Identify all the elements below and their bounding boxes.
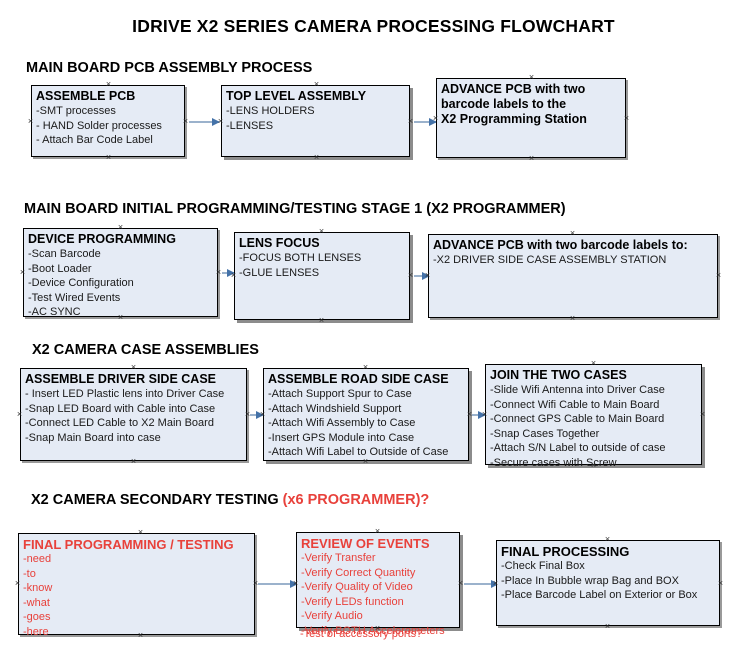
node-title: ADVANCE PCB with two	[441, 82, 586, 96]
node-title: ASSEMBLE DRIVER SIDE CASE	[25, 372, 217, 386]
node-line: -Attach Windshield Support	[268, 402, 402, 415]
node-line: -to	[23, 567, 36, 580]
node-line: -Boot Loader	[28, 262, 92, 275]
section-heading-4-text: X2 CAMERA SECONDARY TESTING	[31, 492, 283, 508]
node-title: DEVICE PROGRAMMING	[28, 232, 176, 246]
section-heading-4-accent: (x6 PROGRAMMER)?	[282, 492, 430, 508]
node-title: ADVANCE PCB with two barcode labels to:	[433, 238, 688, 252]
node-line: -Verify Audio	[301, 610, 363, 622]
node-line: -FOCUS BOTH LENSES	[239, 252, 362, 264]
node-line: -Verify LEDs function	[301, 595, 404, 608]
section-heading-1: MAIN BOARD PCB ASSEMBLY PROCESS	[26, 60, 312, 76]
node-line: -Connect GPS Cable to Main Board	[490, 413, 665, 425]
node-assemble-road-side-case[interactable]: ASSEMBLE ROAD SIDE CASE -Attach Support …	[263, 368, 469, 461]
section-heading-1-text: MAIN BOARD PCB ASSEMBLY PROCESS	[26, 60, 313, 76]
node-line: -know	[23, 582, 53, 594]
node-line: -GLUE LENSES	[239, 266, 320, 279]
section-heading-3: X2 CAMERA CASE ASSEMBLIES	[32, 342, 259, 358]
node-line: -Secure cases with Screw	[490, 456, 617, 469]
node-top-level-assembly[interactable]: TOP LEVEL ASSEMBLY -LENS HOLDERS -LENSES	[221, 85, 410, 157]
connector-arrow-4a	[258, 580, 298, 588]
node-line: - Insert LED Plastic lens into Driver Ca…	[25, 388, 225, 400]
node-title: JOIN THE TWO CASES	[490, 368, 627, 382]
connector-arrow-3b	[472, 411, 486, 419]
node-line: -Attach Wifi Assembly to Case	[268, 417, 416, 429]
node-line: -Insert GPS Module into Case	[268, 431, 415, 444]
node-final-processing[interactable]: FINAL PROCESSING -Check Final Box -Place…	[496, 540, 720, 626]
page-title: IDRIVE X2 SERIES CAMERA PROCESSING FLOWC…	[132, 16, 615, 36]
node-line: -what	[23, 596, 50, 609]
node-title: REVIEW OF EVENTS	[301, 536, 430, 551]
node-join-the-two-cases[interactable]: JOIN THE TWO CASES -Slide Wifi Antenna i…	[485, 364, 702, 469]
node-line: -Connect LED Cable to X2 Main Board	[25, 417, 214, 429]
node-line: -LENS HOLDERS	[226, 105, 315, 117]
node-line: -Slide Wifi Antenna into Driver Case	[490, 384, 665, 396]
node-line: -Connect Wifi Cable to Main Board	[490, 398, 660, 411]
connector-arrow-3a	[250, 411, 264, 419]
node-line: -goes	[23, 611, 51, 623]
node-advance-pcb-2[interactable]: ADVANCE PCB with two barcode labels to: …	[428, 234, 718, 318]
node-line: -Scan Barcode	[28, 248, 101, 260]
connector-arrow-4b	[464, 580, 499, 588]
node-line: -SMT processes	[36, 105, 116, 117]
node-line: -X2 DRIVER SIDE CASE ASSEMBLY STATION	[433, 254, 667, 266]
node-line: -Snap Cases Together	[490, 427, 600, 440]
node-title: LENS FOCUS	[239, 236, 320, 250]
node-line: -Check Final Box	[501, 560, 585, 572]
node-line: -Place Barcode Label on Exterior or Box	[501, 589, 698, 601]
node-device-programming[interactable]: DEVICE PROGRAMMING -Scan Barcode -Boot L…	[23, 228, 218, 318]
node-line: -Attach Wifi Label to Outside of Case	[268, 446, 449, 458]
node-line: -Snap Main Board into case	[25, 431, 161, 444]
connector-arrow-1a	[189, 118, 220, 126]
node-overflow-line: -Test of accessory ports?	[300, 628, 423, 640]
node-title: FINAL PROCESSING	[501, 544, 630, 559]
connector-arrow-2a	[222, 269, 235, 277]
node-line: - Attach Bar Code Label	[36, 134, 153, 146]
node-line: -Test Wired Events	[28, 291, 121, 304]
node-assemble-pcb[interactable]: ASSEMBLE PCB -SMT processes - HAND Solde…	[31, 85, 185, 157]
section-heading-2-text: MAIN BOARD INITIAL PROGRAMMING/TESTING S…	[24, 201, 566, 217]
node-line: -Verify Correct Quantity	[301, 566, 416, 579]
node-final-programming-testing[interactable]: FINAL PROGRAMMING / TESTING -need -to -k…	[18, 533, 255, 638]
node-line: -here	[23, 625, 49, 638]
node-line: -Device Configuration	[28, 277, 134, 289]
node-line: -Verify Transfer	[301, 552, 376, 564]
node-line: -Attach Support Spur to Case	[268, 388, 412, 400]
node-title: ASSEMBLE PCB	[36, 89, 136, 103]
node-title: ASSEMBLE ROAD SIDE CASE	[268, 372, 449, 386]
connector-arrow-1b	[414, 118, 437, 126]
section-heading-2: MAIN BOARD INITIAL PROGRAMMING/TESTING S…	[24, 201, 566, 217]
node-title: TOP LEVEL ASSEMBLY	[226, 89, 367, 103]
node-line: -Attach S/N Label to outside of case	[490, 442, 666, 454]
node-line: -Verify BOTH Accelerometers	[301, 624, 445, 637]
section-heading-4: X2 CAMERA SECONDARY TESTING (x6 PROGRAMM…	[31, 492, 429, 508]
node-line: -need	[23, 553, 52, 565]
section-heading-3-text: X2 CAMERA CASE ASSEMBLIES	[32, 342, 259, 358]
connector-arrow-2b	[414, 272, 430, 280]
node-review-of-events[interactable]: REVIEW OF EVENTS -Verify Transfer -Verif…	[296, 532, 460, 637]
node-line: -Place In Bubble wrap Bag and BOX	[501, 574, 679, 587]
node-line: -Verify Quality of Video	[301, 581, 413, 593]
node-line: -LENSES	[226, 119, 274, 132]
node-lens-focus[interactable]: LENS FOCUS -FOCUS BOTH LENSES -GLUE LENS…	[234, 232, 410, 320]
node-assemble-driver-side-case[interactable]: ASSEMBLE DRIVER SIDE CASE - Insert LED P…	[20, 368, 247, 461]
node-line: -Snap LED Board with Cable into Case	[25, 402, 216, 415]
node-advance-pcb-1[interactable]: ADVANCE PCB with two barcode labels to t…	[436, 78, 626, 158]
node-line: -AC SYNC	[28, 306, 81, 318]
node-line: - HAND Solder processes	[36, 119, 162, 132]
node-title-line2: barcode labels to the	[441, 97, 567, 111]
node-title: FINAL PROGRAMMING / TESTING	[23, 537, 234, 552]
node-title-line3: X2 Programming Station	[441, 112, 587, 126]
